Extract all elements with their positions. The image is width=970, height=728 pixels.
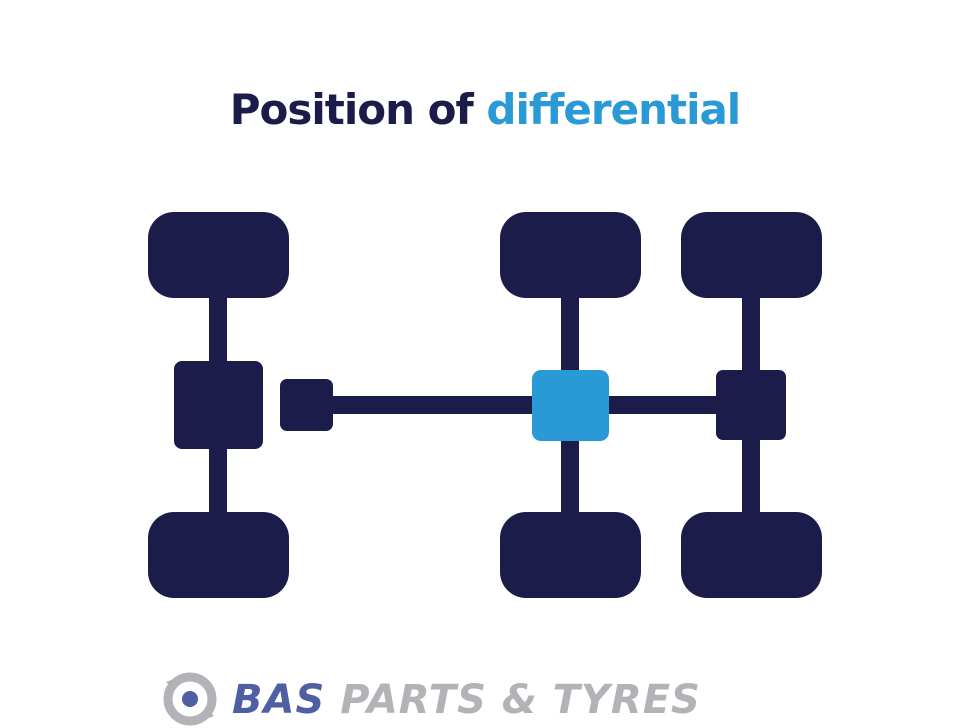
rear-right-wheel [681, 512, 822, 598]
middle-left-wheel [500, 212, 641, 298]
middle-axle-differential [532, 370, 609, 441]
engine-block [174, 361, 263, 449]
middle-right-wheel [500, 512, 641, 598]
drive-shaft [325, 396, 725, 414]
brand-logo: BAS PARTS & TYRES [160, 672, 820, 728]
gearbox [280, 379, 333, 431]
logo-tagline: PARTS & TYRES [340, 677, 701, 723]
axle-diagram [148, 212, 822, 598]
title-accent-part: differential [486, 85, 741, 134]
front-right-wheel [148, 512, 289, 598]
title-dark-part: Position of [229, 85, 474, 134]
tyre-logo-icon [163, 672, 217, 726]
front-left-wheel [148, 212, 289, 298]
rear-axle-differential [716, 370, 786, 440]
page-title: Position of differential [0, 84, 970, 136]
logo-brand: BAS [232, 677, 326, 723]
rear-left-wheel [681, 212, 822, 298]
logo-wordmark: BAS PARTS & TYRES [232, 676, 701, 724]
